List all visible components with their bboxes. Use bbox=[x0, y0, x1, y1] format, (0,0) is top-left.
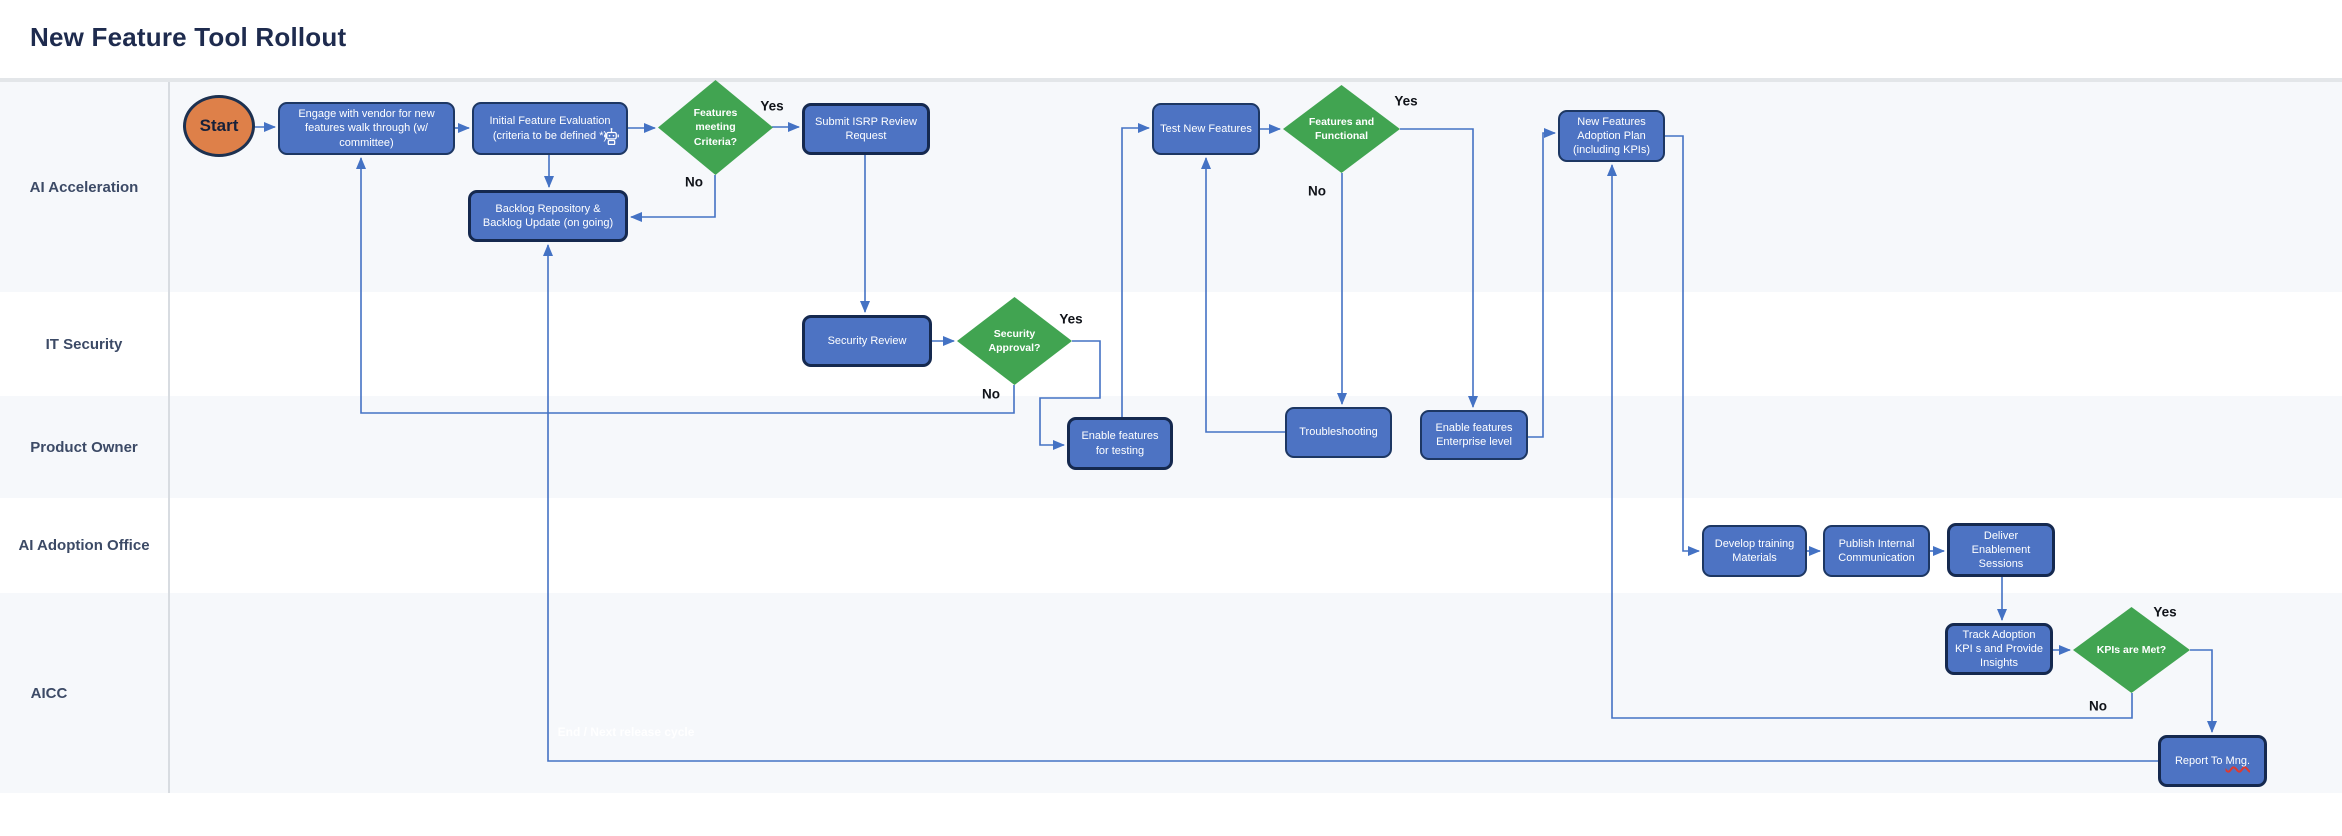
lane-label-divider bbox=[168, 82, 170, 793]
node-backlog-repository[interactable]: Backlog Repository & Backlog Update (on … bbox=[468, 190, 628, 242]
edge-enterprise-to-adoption-plan bbox=[1528, 128, 1556, 438]
node-engage-vendor[interactable]: Engage with vendor for new features walk… bbox=[278, 102, 455, 155]
misspelled-word: Mng. bbox=[2225, 754, 2251, 767]
node-label-troubleshooting: Troubleshooting bbox=[1299, 426, 1378, 439]
node-label-initial-evaluation: Initial Feature Evaluation (criteria to … bbox=[489, 115, 611, 142]
node-label-enable-enterprise: Enable features Enterprise level bbox=[1435, 421, 1513, 448]
edge-enable-testing-to-test bbox=[1121, 123, 1150, 417]
node-label-security-approval: Security Approval? bbox=[988, 327, 1041, 354]
lane-label-product-owner[interactable]: Product Owner bbox=[30, 438, 138, 456]
node-security-review[interactable]: Security Review bbox=[802, 315, 932, 367]
edge-criteria-no-to-backlog bbox=[630, 175, 716, 222]
node-label-submit-isrp: Submit ISRP Review Request bbox=[815, 115, 917, 142]
node-start[interactable]: Start bbox=[183, 95, 255, 157]
node-initial-evaluation[interactable]: Initial Feature Evaluation (criteria to … bbox=[472, 102, 628, 155]
edge-label-approval-no[interactable]: No bbox=[982, 386, 1000, 402]
lane-label-ai-adoption-office[interactable]: AI Adoption Office bbox=[18, 537, 150, 554]
node-label-publish-communication: Publish Internal Communication bbox=[1838, 537, 1915, 564]
lane-label-aicc[interactable]: AICC bbox=[30, 684, 68, 702]
node-enable-testing[interactable]: Enable features for testing bbox=[1067, 417, 1173, 470]
page-title: New Feature Tool Rollout bbox=[30, 22, 347, 52]
node-label-security-review: Security Review bbox=[827, 334, 907, 347]
node-publish-communication[interactable]: Publish Internal Communication bbox=[1823, 525, 1930, 577]
end-next-release-cycle-label[interactable]: End / Next release cycle bbox=[557, 724, 695, 739]
node-label-adoption-plan: New Features Adoption Plan (including KP… bbox=[1572, 115, 1651, 157]
edge-kpis-no-to-adoption-plan bbox=[1607, 164, 2133, 719]
edge-adoption-plan-to-develop bbox=[1665, 135, 1700, 556]
node-adoption-plan[interactable]: New Features Adoption Plan (including KP… bbox=[1558, 110, 1665, 162]
node-label-start: Start bbox=[199, 116, 239, 135]
edge-report-to-backlog bbox=[543, 244, 2158, 762]
node-report-to-mgt[interactable]: Report To Mng. bbox=[2158, 735, 2267, 787]
node-develop-training[interactable]: Develop training Materials bbox=[1702, 525, 1807, 577]
node-label-track-kpis: Track Adoption KPI s and Provide Insight… bbox=[1954, 628, 2044, 670]
node-label-develop-training: Develop training Materials bbox=[1714, 537, 1795, 564]
node-deliver-sessions[interactable]: Deliver Enablement Sessions bbox=[1947, 523, 2055, 577]
edge-approval-no-to-engage bbox=[356, 157, 1015, 414]
node-test-new-features[interactable]: Test New Features bbox=[1152, 103, 1260, 155]
lane-it-security bbox=[0, 292, 2342, 396]
edge-label-functional-no[interactable]: No bbox=[1308, 183, 1326, 199]
edge-functional-yes-to-enterprise bbox=[1400, 128, 1478, 408]
edge-label-kpis-yes[interactable]: Yes bbox=[2153, 604, 2177, 620]
node-troubleshooting[interactable]: Troubleshooting bbox=[1285, 407, 1392, 458]
lane-label-it-security[interactable]: IT Security bbox=[45, 335, 123, 353]
node-label-kpis-met: KPIs are Met? bbox=[2096, 643, 2167, 656]
node-label-test-new-features: Test New Features bbox=[1160, 122, 1252, 135]
node-label-report-to-mgt: Report To Mng. bbox=[2174, 754, 2251, 767]
edge-label-kpis-no[interactable]: No bbox=[2089, 698, 2107, 714]
edge-label-criteria-no[interactable]: No bbox=[685, 174, 703, 190]
node-submit-isrp[interactable]: Submit ISRP Review Request bbox=[802, 103, 930, 155]
lane-label-ai-acceleration[interactable]: AI Acceleration bbox=[29, 178, 139, 196]
node-enable-enterprise[interactable]: Enable features Enterprise level bbox=[1420, 410, 1528, 460]
node-label-features-functional: Features and Functional bbox=[1308, 115, 1375, 142]
node-label-enable-testing: Enable features for testing bbox=[1081, 430, 1159, 457]
node-track-kpis[interactable]: Track Adoption KPI s and Provide Insight… bbox=[1945, 623, 2053, 675]
robot-icon bbox=[602, 127, 621, 150]
edge-label-approval-yes[interactable]: Yes bbox=[1059, 311, 1083, 327]
node-label-backlog-repository: Backlog Repository & Backlog Update (on … bbox=[482, 202, 614, 229]
edge-approval-yes-to-enable-testing bbox=[1039, 340, 1101, 450]
edge-label-functional-yes[interactable]: Yes bbox=[1394, 93, 1418, 109]
lane-top-border bbox=[0, 78, 2342, 82]
node-label-engage-vendor: Engage with vendor for new features walk… bbox=[298, 108, 435, 149]
node-label-deliver-sessions: Deliver Enablement Sessions bbox=[1971, 529, 2031, 571]
edge-label-criteria-yes[interactable]: Yes bbox=[760, 98, 784, 114]
edge-troubleshooting-to-test bbox=[1201, 157, 1285, 433]
edge-kpis-yes-to-report bbox=[2190, 649, 2217, 733]
node-label-features-criteria: Features meeting Criteria? bbox=[693, 107, 738, 148]
